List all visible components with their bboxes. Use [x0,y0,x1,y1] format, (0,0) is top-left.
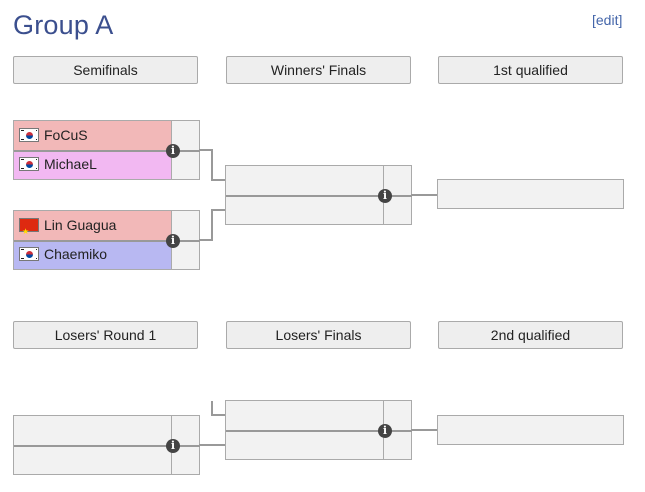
bracket-connector [211,179,226,181]
group-title: Group A [13,10,114,40]
bracket-connector [199,149,212,151]
semifinal-2-player-1[interactable]: Lin Guagua [14,211,172,246]
match-midline [14,240,200,242]
edit-link[interactable]: [edit] [592,12,623,28]
match-midline [14,150,200,152]
header-losers-finals: Losers' Finals [226,321,411,349]
bracket-connector [199,444,226,446]
winners-finals-slot-2[interactable] [226,195,384,224]
losers-finals-slot-2[interactable] [226,430,384,459]
header-semifinals: Semifinals [13,56,198,84]
player-name: Chaemiko [44,246,108,262]
header-second-qualified: 2nd qualified [438,321,623,349]
south-korea-flag-icon [19,247,39,262]
semifinal-2-player-2[interactable]: Chaemiko [14,240,172,269]
header-first-qualified: 1st qualified [438,56,623,84]
player-name: MichaeL [44,156,97,172]
bracket-connector [211,209,226,211]
china-flag-icon [19,217,39,246]
semifinal-match-2: Lin Guagua Chaemiko i [13,210,200,270]
bracket-connector [211,401,213,415]
losers-round-1-match: i [13,415,200,475]
player-name: FoCuS [44,127,88,143]
match-info-icon[interactable]: i [378,189,392,203]
winners-finals-match: i [225,165,412,225]
player-name: Lin Guagua [44,217,117,233]
match-info-icon[interactable]: i [378,424,392,438]
bracket-connector [411,194,438,196]
match-midline [226,195,412,197]
semifinal-1-player-2[interactable]: MichaeL [14,150,172,179]
second-qualified-slot[interactable] [437,415,624,445]
semifinal-1-player-1[interactable]: FoCuS [14,121,172,150]
match-info-icon[interactable]: i [166,234,180,248]
losers-round-1-slot-1[interactable] [14,416,172,445]
losers-round-1-slot-2[interactable] [14,445,172,474]
header-winners-finals: Winners' Finals [226,56,411,84]
bracket-connector [199,239,212,241]
semifinal-match-1: FoCuS MichaeL i [13,120,200,180]
match-midline [14,445,200,447]
first-qualified-slot[interactable] [437,179,624,209]
south-korea-flag-icon [19,128,39,143]
header-losers-round-1: Losers' Round 1 [13,321,198,349]
bracket-connector [411,429,438,431]
bracket-connector [211,414,226,416]
south-korea-flag-icon [19,157,39,172]
match-midline [226,430,412,432]
match-info-icon[interactable]: i [166,144,180,158]
bracket-connector [211,209,213,241]
losers-finals-match: i [225,400,412,460]
losers-finals-slot-1[interactable] [226,401,384,430]
winners-finals-slot-1[interactable] [226,166,384,195]
bracket-connector [211,149,213,180]
match-info-icon[interactable]: i [166,439,180,453]
